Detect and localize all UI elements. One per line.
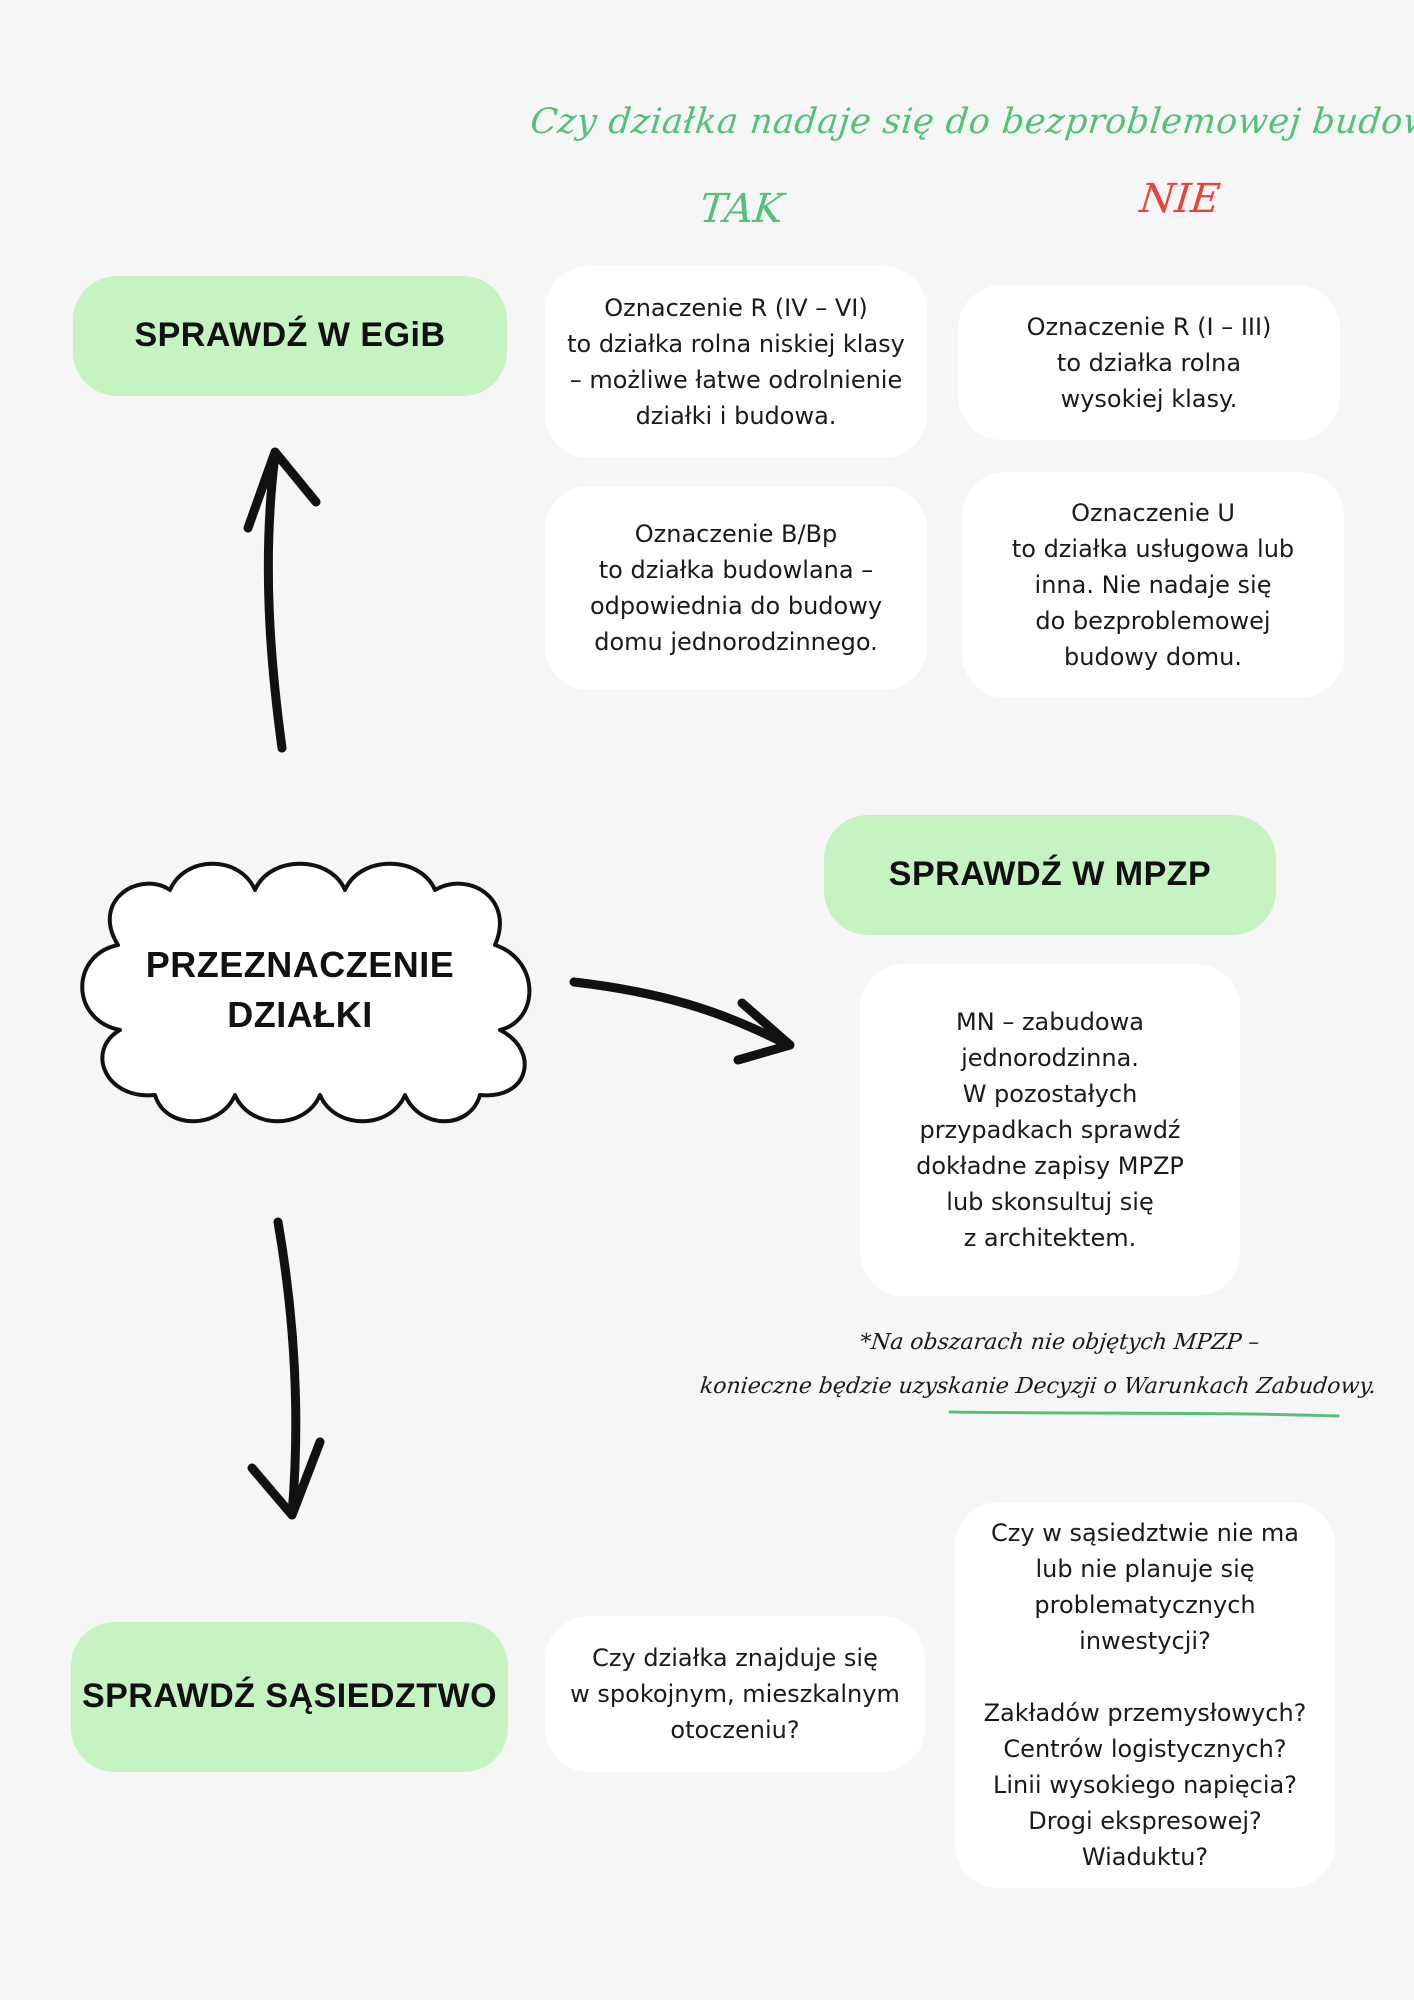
egib-card-b: Oznaczenie B/Bp to działka budowlana – o… [545,486,927,690]
egib-card-r-low: Oznaczenie R (IV – VI) to działka rolna … [545,266,927,458]
mpzp-note-line2: konieczne będzie uzyskanie Decyzji o War… [698,1374,1378,1399]
arrow-up-icon [243,447,321,753]
neighborhood-card-quiet: Czy działka znajduje się w spokojnym, mi… [545,1616,925,1772]
cloud-shape [80,861,532,1124]
mpzp-title: SPRAWDŹ W MPZP [824,815,1276,935]
neighborhood-title: SPRAWDŹ SĄSIEDZTWO [71,1622,508,1772]
mpzp-card: MN – zabudowa jednorodzinna. W pozostały… [860,964,1240,1296]
egib-card-r-high: Oznaczenie R (I – III) to działka rolna … [958,285,1340,440]
egib-title: SPRAWDŹ W EGiB [73,276,507,396]
arrow-right-icon [569,977,795,1065]
note-underline [948,1410,1340,1418]
neighborhood-card-investments: Czy w sąsiedztwie nie ma lub nie planuje… [955,1502,1335,1888]
mpzp-note-line1: *Na obszarach nie objętych MPZP – [858,1330,1261,1355]
egib-card-u: Oznaczenie U to działka usługowa lub inn… [962,472,1344,698]
center-title: PRZEZNACZENIE DZIAŁKI [145,943,455,1035]
arrow-down-icon [247,1217,325,1520]
